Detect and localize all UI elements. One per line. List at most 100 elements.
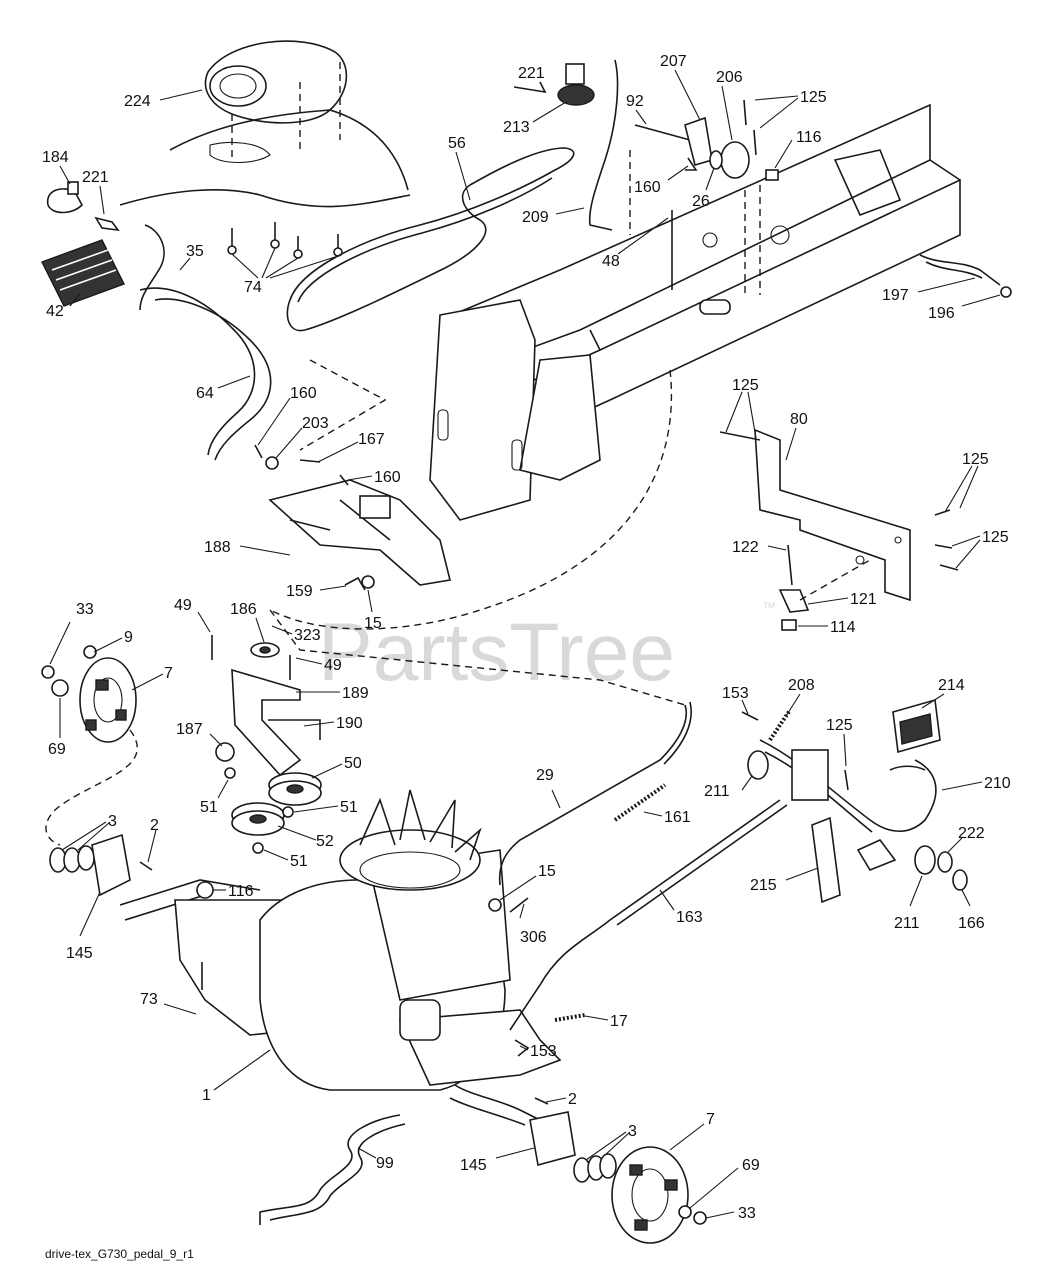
- label-74: 74: [244, 279, 262, 296]
- pins-160-middle: [254, 444, 349, 486]
- label-125-pedal: 125: [826, 717, 853, 734]
- label-56: 56: [448, 135, 466, 152]
- label-51-lower: 51: [290, 853, 308, 870]
- label-160-top: 160: [634, 179, 661, 196]
- label-7-right: 7: [706, 1111, 715, 1128]
- washer-26: [709, 150, 723, 170]
- cable-dashed: [269, 369, 673, 630]
- label-213: 213: [503, 119, 530, 136]
- chassis-frame: [429, 103, 961, 521]
- axle-block-145-right: [529, 1111, 576, 1167]
- axle-block-145-left: [91, 833, 131, 897]
- callout-214: 214: [921, 677, 965, 709]
- label-3-right: 3: [628, 1123, 637, 1140]
- callout-208: 208: [785, 677, 815, 717]
- label-160-mid: 160: [290, 385, 317, 402]
- rod-29-b: [663, 701, 692, 765]
- callout-15-lower: 15: [499, 863, 556, 901]
- label-159: 159: [286, 583, 313, 600]
- callout-17: 17: [584, 1013, 628, 1030]
- callout-52: 52: [277, 825, 334, 850]
- label-208: 208: [788, 677, 815, 694]
- rod-29: [498, 704, 687, 886]
- rod-197: [919, 254, 1012, 298]
- callout-153-lower: 153: [519, 1043, 557, 1060]
- callout-221-left: 221: [82, 169, 109, 215]
- label-145-right: 145: [460, 1157, 487, 1174]
- callout-2-right: 2: [545, 1091, 577, 1108]
- callout-210: 210: [941, 775, 1011, 792]
- callout-74: 74: [231, 247, 339, 296]
- knob-184: [46, 181, 83, 214]
- label-211-lower: 211: [894, 915, 920, 932]
- label-3-left: 3: [108, 813, 117, 830]
- callout-49-lower: 49: [295, 657, 342, 674]
- label-69-left: 69: [48, 741, 66, 758]
- nut-51-right: [282, 806, 294, 818]
- callout-203: 203: [275, 415, 329, 459]
- callout-125-right-b: 125: [951, 529, 1009, 569]
- callout-224: 224: [124, 89, 203, 110]
- callout-1: 1: [202, 1049, 271, 1104]
- cooling-fan: [339, 789, 482, 891]
- callout-42: 42: [46, 293, 81, 320]
- pulley-50: [268, 772, 322, 806]
- label-125-right-a: 125: [962, 451, 989, 468]
- callout-197: 197: [882, 277, 976, 304]
- label-187: 187: [176, 721, 203, 738]
- washer-187: [215, 742, 235, 762]
- callout-116-lower: 116: [213, 883, 254, 900]
- pulley-186: [250, 642, 280, 658]
- label-15-upper: 15: [364, 615, 382, 632]
- callout-50: 50: [311, 755, 362, 779]
- label-92: 92: [626, 93, 644, 110]
- callout-92: 92: [626, 93, 647, 125]
- callout-323: 323: [271, 625, 321, 644]
- label-209: 209: [522, 209, 549, 226]
- callout-209: 209: [522, 207, 585, 226]
- callout-222: 222: [947, 825, 985, 853]
- callout-116-top: 116: [774, 129, 822, 169]
- label-33-right: 33: [738, 1205, 756, 1222]
- label-35: 35: [186, 243, 204, 260]
- label-2-right: 2: [568, 1091, 577, 1108]
- callout-73: 73: [140, 991, 197, 1015]
- label-203: 203: [302, 415, 329, 432]
- pin-160-top: [685, 157, 698, 171]
- washer-203: [265, 456, 279, 470]
- cap-213: [557, 63, 595, 106]
- rod-163: [509, 799, 781, 1031]
- bolts-125-top: [743, 99, 757, 156]
- label-122: 122: [732, 539, 759, 556]
- callout-125-bracket-top: 125: [725, 377, 759, 439]
- callout-29: 29: [536, 767, 561, 809]
- callout-167: 167: [317, 431, 385, 463]
- label-214: 214: [938, 677, 965, 694]
- callout-207: 207: [660, 53, 701, 121]
- nut-116-top: [765, 169, 779, 181]
- label-116-top: 116: [796, 129, 822, 146]
- key-2-left: [139, 861, 153, 871]
- callout-56: 56: [448, 135, 471, 201]
- bolt-122: [787, 544, 793, 586]
- idler-arm-189-190: [211, 635, 321, 777]
- callout-160-lower: 160: [347, 469, 401, 486]
- ring-33-right: [693, 1211, 707, 1225]
- label-33-left: 33: [76, 601, 94, 618]
- callout-196: 196: [928, 294, 1001, 322]
- label-17: 17: [610, 1013, 628, 1030]
- callout-206: 206: [716, 69, 743, 141]
- callout-48: 48: [602, 217, 669, 270]
- clip-167: [299, 459, 321, 463]
- washer-69-right: [678, 1205, 692, 1219]
- label-222: 222: [958, 825, 985, 842]
- callout-114: 114: [798, 619, 856, 636]
- bracket-121: [778, 589, 810, 613]
- label-224: 224: [124, 93, 151, 110]
- callout-188: 188: [204, 539, 291, 556]
- clip-153-upper: [741, 711, 759, 721]
- label-125-right-b: 125: [982, 529, 1009, 546]
- cable-dashed-wheel: [45, 729, 138, 846]
- pedal-pad-215: [811, 816, 841, 904]
- callout-49-upper: 49: [174, 597, 211, 633]
